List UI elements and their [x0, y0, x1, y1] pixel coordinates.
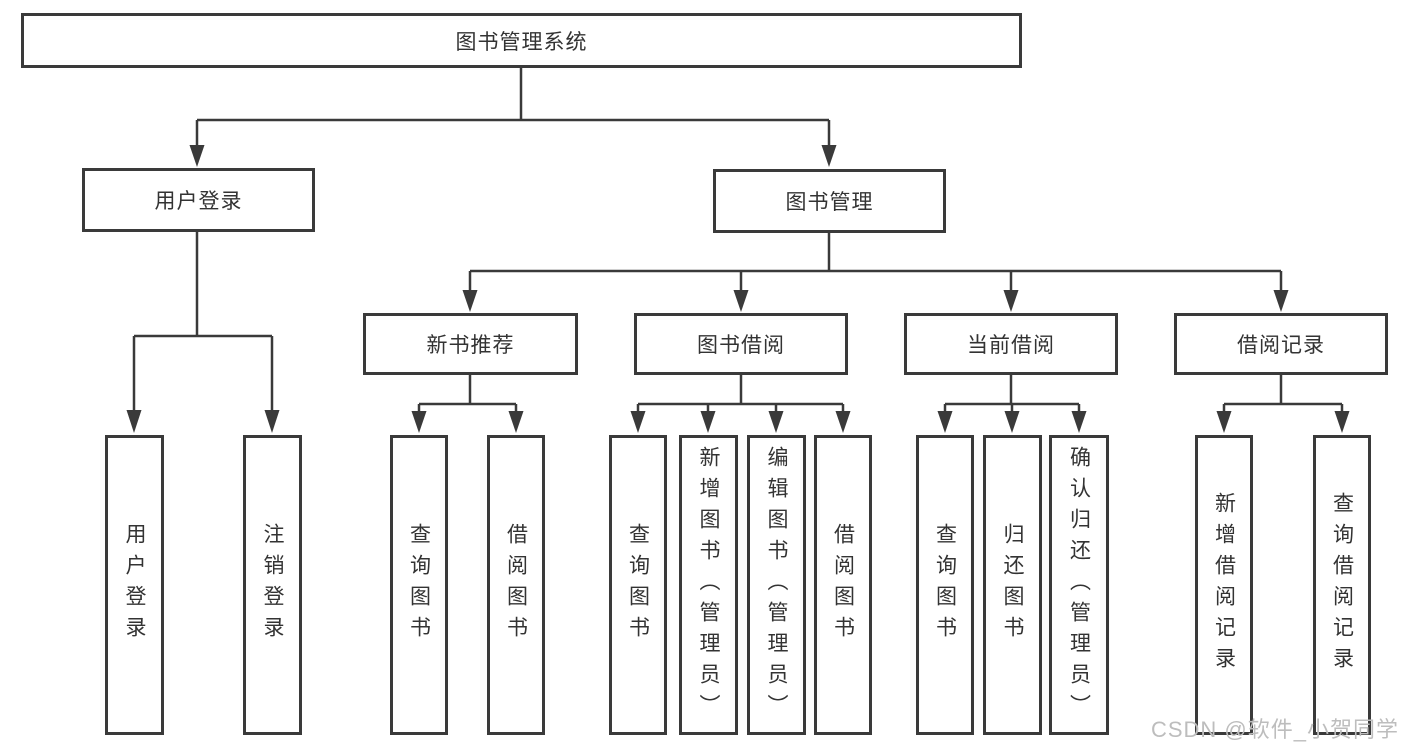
- leaf-query-books-3: 查询图书: [916, 435, 974, 735]
- leaf-confirm-return-admin-label: 确认归还（管理员）: [1067, 445, 1091, 725]
- node-new-book-recommendation-label: 新书推荐: [426, 334, 515, 357]
- node-book-management: 图书管理: [713, 169, 946, 233]
- connector-arrows: [126, 145, 1350, 433]
- leaf-return-books: 归还图书: [983, 435, 1042, 735]
- leaf-query-books-2-label: 查询图书: [626, 523, 650, 647]
- node-user-login: 用户登录: [82, 168, 315, 232]
- leaf-query-books-2: 查询图书: [609, 435, 667, 735]
- leaf-return-books-label: 归还图书: [1001, 523, 1024, 647]
- node-current-borrowing: 当前借阅: [904, 313, 1118, 375]
- leaf-add-books-admin: 新增图书（管理员）: [679, 435, 738, 735]
- node-book-borrowing-label: 图书借阅: [697, 334, 785, 357]
- node-library-management-system: 图书管理系统: [21, 13, 1022, 68]
- leaf-edit-books-admin-label: 编辑图书（管理员）: [765, 445, 788, 725]
- leaf-borrow-books-2: 借阅图书: [814, 435, 872, 735]
- leaf-borrow-books-1-label: 借阅图书: [504, 523, 528, 647]
- leaf-query-books-1: 查询图书: [390, 435, 448, 735]
- node-new-book-recommendation: 新书推荐: [363, 313, 578, 375]
- leaf-query-books-1-label: 查询图书: [407, 523, 431, 647]
- leaf-query-borrow-record: 查询借阅记录: [1313, 435, 1371, 735]
- node-user-login-label: 用户登录: [154, 190, 243, 213]
- leaf-borrow-books-2-label: 借阅图书: [831, 523, 855, 647]
- leaf-user-login: 用户登录: [105, 435, 164, 735]
- leaf-edit-books-admin: 编辑图书（管理员）: [747, 435, 806, 735]
- node-current-borrowing-label: 当前借阅: [967, 334, 1055, 357]
- leaf-user-login-label: 用户登录: [123, 523, 146, 647]
- leaf-query-borrow-record-label: 查询借阅记录: [1330, 492, 1354, 678]
- node-book-borrowing: 图书借阅: [634, 313, 848, 375]
- leaf-add-books-admin-label: 新增图书（管理员）: [697, 445, 720, 725]
- node-library-management-system-label: 图书管理系统: [455, 30, 588, 54]
- node-book-management-label: 图书管理: [785, 191, 874, 214]
- leaf-query-books-3-label: 查询图书: [933, 523, 957, 647]
- leaf-logout-label: 注销登录: [261, 523, 284, 647]
- leaf-add-borrow-record: 新增借阅记录: [1195, 435, 1253, 735]
- connector-segments: [132, 68, 1344, 413]
- leaf-add-borrow-record-label: 新增借阅记录: [1212, 492, 1236, 678]
- csdn-watermark: CSDN @软件_小贺同学: [1150, 717, 1399, 742]
- leaf-confirm-return-admin: 确认归还（管理员）: [1049, 435, 1109, 735]
- node-borrowing-records: 借阅记录: [1174, 313, 1388, 375]
- node-borrowing-records-label: 借阅记录: [1237, 334, 1325, 357]
- leaf-borrow-books-1: 借阅图书: [487, 435, 545, 735]
- leaf-logout: 注销登录: [243, 435, 302, 735]
